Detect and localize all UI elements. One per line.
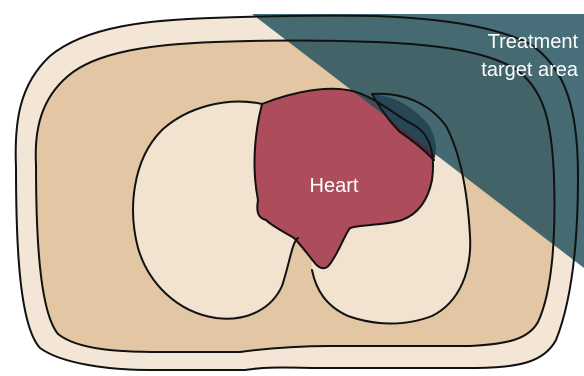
heart-label: Heart [310,175,359,197]
target-area-label-line1: Treatment [488,31,579,53]
target-area-label-line2: target area [481,59,579,81]
